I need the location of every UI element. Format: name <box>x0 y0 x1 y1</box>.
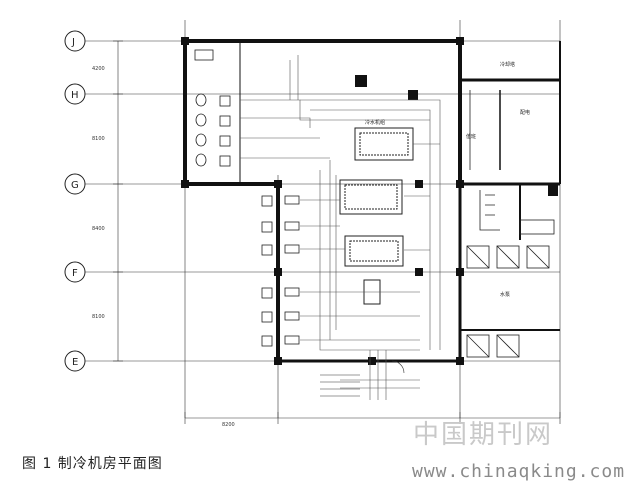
room-label-power: 配电 <box>520 109 530 116</box>
room-labels: 冷水机组 冷却塔 配电 值班 水泵 <box>365 61 530 298</box>
figure-caption: 图 1 制冷机房平面图 <box>22 456 163 472</box>
dim-bottom-1: 8200 <box>222 422 235 428</box>
room-label-pump: 水泵 <box>500 291 510 298</box>
grid-label-g: G <box>71 180 79 191</box>
grid-label-e: E <box>72 357 78 368</box>
entrance-steps <box>320 360 405 397</box>
right-zone <box>466 90 555 358</box>
room-label-chiller: 冷水机组 <box>365 119 385 126</box>
pump-group-lower <box>261 195 300 347</box>
room-label-duty: 值班 <box>466 133 476 140</box>
chiller-units <box>339 127 414 305</box>
dim-left-3: 8400 <box>92 226 105 232</box>
grid-axis-markers: J H G F E <box>64 30 86 372</box>
room-label-tower: 冷却塔 <box>500 61 515 68</box>
columns <box>181 37 558 365</box>
grid-label-f: F <box>72 268 78 279</box>
watermark-url: www.chinaqking.com <box>412 461 626 482</box>
piping <box>240 55 441 400</box>
pump-group-top <box>194 49 231 167</box>
walls <box>183 39 561 363</box>
dim-left-1: 4200 <box>92 66 105 72</box>
dim-left-2: 8100 <box>92 136 105 142</box>
grid-label-j: J <box>71 37 75 48</box>
dim-left-4: 8100 <box>92 314 105 320</box>
grid-label-h: H <box>71 90 79 101</box>
watermark-cn: 中国期刊网 <box>413 420 554 450</box>
dimension-labels: 4200 8100 8400 8100 8200 <box>92 66 235 428</box>
